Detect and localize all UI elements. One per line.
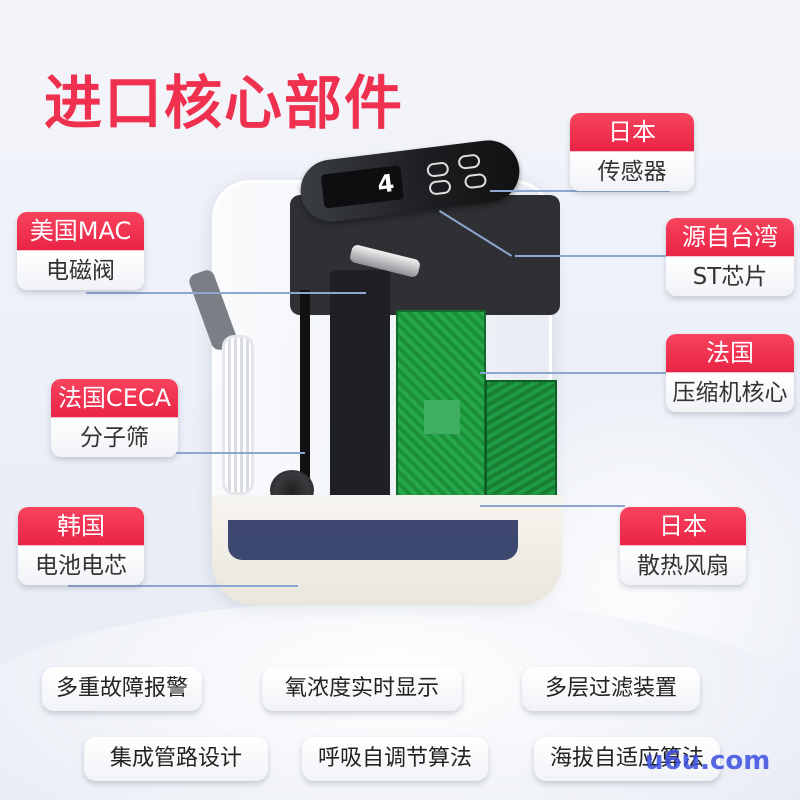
leader-line-sensor [490, 190, 670, 192]
power-circuit-board [485, 380, 557, 500]
origin-label: 法国CECA [51, 379, 178, 417]
component-label: 电池电芯 [18, 545, 144, 585]
component-label: ST芯片 [666, 256, 794, 296]
component-label: 电磁阀 [17, 250, 144, 290]
feature-oxygen-display: 氧浓度实时显示 [262, 667, 462, 711]
feature-integrated-piping: 集成管路设计 [84, 737, 268, 781]
on-off-button-icon [428, 179, 452, 196]
component-label: 传感器 [570, 151, 694, 191]
leader-line-sieve [175, 452, 305, 454]
page-title: 进口核心部件 [44, 69, 405, 137]
feature-altitude-algorithm: 海拔自适应算法 [534, 737, 720, 781]
power-button-icon [426, 161, 450, 178]
origin-label: 日本 [570, 113, 694, 151]
origin-label: 源自台湾 [666, 218, 794, 256]
feature-fault-alarm: 多重故障报警 [42, 667, 203, 711]
leader-line-valve [86, 292, 366, 294]
leader-line-battery [68, 585, 298, 587]
origin-label: 日本 [620, 507, 746, 545]
callout-compressor: 法国 压缩机核心 [666, 334, 794, 412]
component-label: 散热风扇 [620, 545, 746, 585]
sieve-column [300, 290, 310, 510]
up-arrow-icon [457, 153, 481, 170]
air-intake-grille [222, 335, 254, 495]
callout-valve: 美国MAC 电磁阀 [17, 212, 144, 290]
processor-chip [424, 400, 460, 434]
feature-filter: 多层过滤装置 [522, 667, 700, 711]
oxygen-flow-display: 4 [320, 165, 405, 209]
callout-sensor: 日本 传感器 [570, 113, 694, 191]
leader-line-fan [480, 505, 625, 507]
down-arrow-icon [463, 172, 488, 190]
leader-line-chip [515, 255, 670, 257]
callout-fan: 日本 散热风扇 [620, 507, 746, 585]
callout-battery: 韩国 电池电芯 [18, 507, 144, 585]
origin-label: 美国MAC [17, 212, 144, 250]
origin-label: 韩国 [18, 507, 144, 545]
base-interior [228, 520, 518, 560]
leader-line-compressor [480, 372, 670, 374]
compressor-body [330, 270, 390, 510]
component-label: 分子筛 [51, 417, 178, 457]
feature-breath-algorithm: 呼吸自调节算法 [302, 737, 488, 781]
callout-chip: 源自台湾 ST芯片 [666, 218, 794, 296]
component-label: 压缩机核心 [666, 372, 794, 412]
origin-label: 法国 [666, 334, 794, 372]
watermark: u6u.com [645, 746, 771, 776]
callout-sieve: 法国CECA 分子筛 [51, 379, 178, 457]
oxygen-concentrator-illustration: 4 [187, 136, 580, 605]
